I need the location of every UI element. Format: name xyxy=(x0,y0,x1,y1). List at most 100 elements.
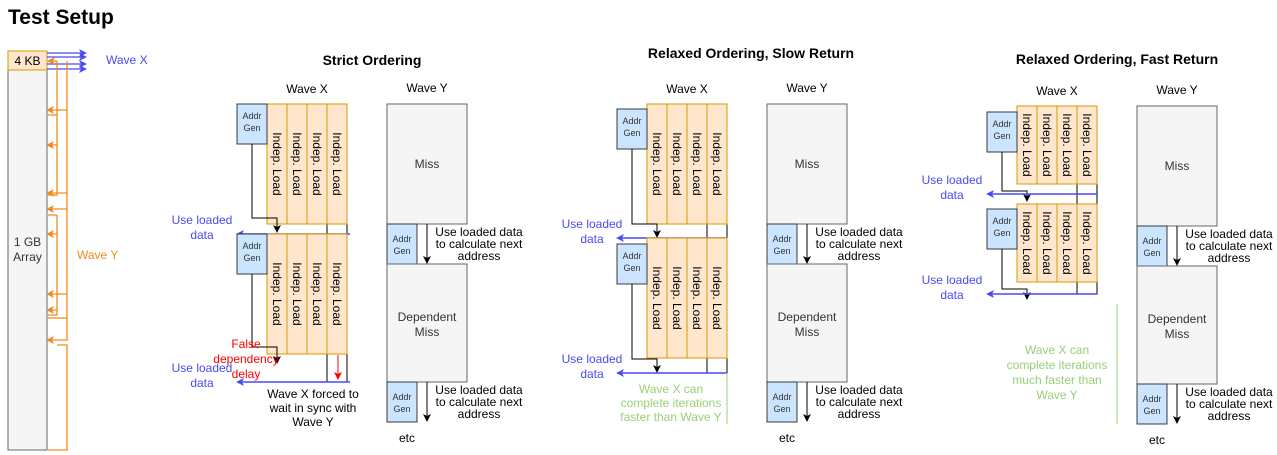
panel-title: Relaxed Ordering, Slow Return xyxy=(648,45,854,61)
calc-next-text: Use loaded data xyxy=(815,225,903,239)
calc-next-text: to calculate next xyxy=(816,395,903,409)
wave-x-legend: Wave X xyxy=(106,53,148,67)
panel-note: Wave X forced to xyxy=(267,387,359,401)
panel-title: Relaxed Ordering, Fast Return xyxy=(1016,51,1218,67)
indep-load-label: Indep. Load xyxy=(650,132,664,195)
panel-note: complete iterations xyxy=(621,396,722,410)
indep-load-label: Indep. Load xyxy=(690,132,704,195)
array-block xyxy=(7,69,48,451)
indep-load-label: Indep. Load xyxy=(710,132,724,195)
calc-next-text: Use loaded data xyxy=(435,383,523,397)
use-loaded-data-label: Use loaded xyxy=(922,273,983,287)
addr-gen-box xyxy=(1136,225,1168,267)
wave-y-header: Wave Y xyxy=(786,81,827,95)
dependent-miss-label: Miss xyxy=(415,325,440,339)
iteration-arrow xyxy=(631,284,661,373)
addr-gen-label: Gen xyxy=(393,246,410,256)
false-dependency-label: False xyxy=(231,337,261,351)
addr-gen-box xyxy=(1136,383,1168,425)
dependent-miss-label: Dependent xyxy=(398,310,457,324)
iteration-arrow xyxy=(251,144,281,233)
memory-column: 4 KB 1 GB Array Wave X xyxy=(7,49,148,451)
use-loaded-data-label: data xyxy=(580,232,604,246)
calc-next-text: Use loaded data xyxy=(435,225,523,239)
addr-gen-label: Gen xyxy=(1143,406,1160,416)
iteration-arrow xyxy=(631,149,661,238)
addr-gen-label: Gen xyxy=(243,253,260,263)
addr-gen-label: Gen xyxy=(243,123,260,133)
calc-next-text: address xyxy=(458,407,501,421)
addr-gen-label: Gen xyxy=(773,404,790,414)
wave-y-header: Wave Y xyxy=(1156,83,1197,97)
wave-y-legend: Wave Y xyxy=(77,248,118,262)
wave-x-header: Wave X xyxy=(286,82,328,96)
indep-load-label: Indep. Load xyxy=(290,132,304,195)
miss-box xyxy=(766,103,848,225)
indep-load-label: Indep. Load xyxy=(650,266,664,329)
wave-x-header: Wave X xyxy=(666,82,708,96)
addr-gen-box xyxy=(766,381,798,423)
indep-load-label: Indep. Load xyxy=(330,132,344,195)
addr-gen-box xyxy=(986,111,1018,153)
panel-note: wait in sync with xyxy=(269,401,357,415)
addr-gen-label: Addr xyxy=(242,111,261,121)
false-dependency-label: dependency xyxy=(213,352,278,366)
miss-label: Miss xyxy=(1165,159,1190,173)
addr-gen-box xyxy=(766,223,798,265)
use-loaded-data-label: Use loaded xyxy=(562,217,623,231)
array-label-line2: Array xyxy=(13,250,42,264)
indep-load-label: Indep. Load xyxy=(1040,113,1054,176)
use-loaded-data-label: Use loaded xyxy=(172,213,233,227)
indep-load-label: Indep. Load xyxy=(310,132,324,195)
indep-load-label: Indep. Load xyxy=(270,262,284,325)
indep-load-label: Indep. Load xyxy=(1040,211,1054,274)
dependent-miss-box xyxy=(386,263,468,383)
addr-gen-label: Addr xyxy=(622,116,641,126)
indep-load-label: Indep. Load xyxy=(290,262,304,325)
miss-box xyxy=(386,103,468,225)
wave-y-arrows xyxy=(46,57,68,451)
addr-gen-label: Addr xyxy=(772,392,791,402)
calc-next-text: address xyxy=(1208,251,1251,265)
calc-next-text: to calculate next xyxy=(816,237,903,251)
indep-load-label: Indep. Load xyxy=(1020,113,1034,176)
indep-load-label: Indep. Load xyxy=(1060,211,1074,274)
calc-next-text: Use loaded data xyxy=(1185,227,1273,241)
wave-y-header: Wave Y xyxy=(406,81,447,95)
addr-gen-box xyxy=(236,103,268,145)
use-loaded-data-label: Use loaded xyxy=(562,352,623,366)
iteration-arrow xyxy=(251,274,281,364)
calc-next-text: to calculate next xyxy=(1186,397,1273,411)
addr-gen-label: Gen xyxy=(773,246,790,256)
addr-gen-box xyxy=(236,233,268,275)
calc-next-text: to calculate next xyxy=(436,237,523,251)
use-loaded-data-label: Use loaded xyxy=(172,361,233,375)
indep-load-label: Indep. Load xyxy=(270,132,284,195)
addr-gen-box xyxy=(386,381,418,423)
calc-next-text: Use loaded data xyxy=(1185,385,1273,399)
indep-load-box xyxy=(706,103,728,225)
addr-gen-label: Addr xyxy=(392,234,411,244)
indep-load-box xyxy=(326,103,348,225)
addr-gen-label: Addr xyxy=(992,119,1011,129)
use-loaded-data-label: data xyxy=(940,188,964,202)
indep-load-label: Indep. Load xyxy=(330,262,344,325)
indep-load-label: Indep. Load xyxy=(1080,211,1094,274)
panel-note: Wave Y xyxy=(1036,388,1077,402)
dependent-miss-label: Miss xyxy=(1165,327,1190,341)
indep-load-label: Indep. Load xyxy=(1020,211,1034,274)
panel-note: much faster than xyxy=(1012,373,1101,387)
calc-next-text: to calculate next xyxy=(436,395,523,409)
dependent-miss-label: Dependent xyxy=(1148,312,1207,326)
addr-gen-label: Addr xyxy=(242,241,261,251)
indep-load-box xyxy=(326,233,348,355)
cache-block-label: 4 KB xyxy=(14,54,40,68)
addr-gen-label: Gen xyxy=(623,128,640,138)
addr-gen-label: Addr xyxy=(392,392,411,402)
dependent-miss-label: Dependent xyxy=(778,310,837,324)
indep-load-label: Indep. Load xyxy=(670,266,684,329)
